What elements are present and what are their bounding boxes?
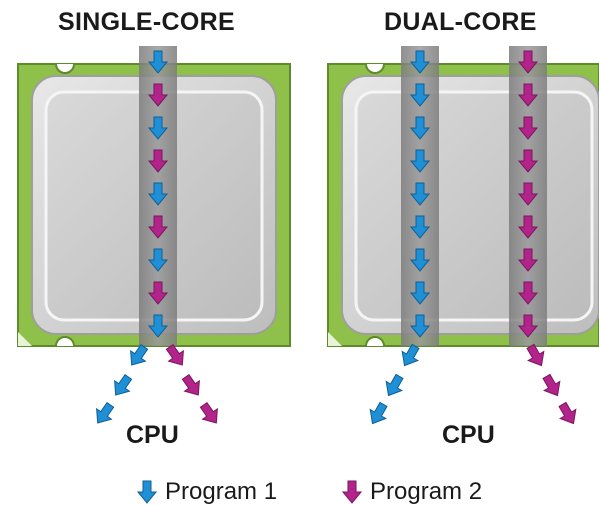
dual-core-title: DUAL-CORE: [384, 8, 537, 36]
program1-arrow-icon: [409, 182, 431, 206]
program2-arrow-icon: [517, 281, 539, 305]
program1-arrow-icon: [409, 116, 431, 140]
program2-exit-arrow-icon: [542, 373, 561, 397]
dual-core-cpu-label: CPU: [442, 421, 495, 449]
program2-arrow-icon: [147, 281, 169, 305]
program1-arrow-icon: [147, 50, 169, 74]
program1-arrow-icon: [409, 248, 431, 272]
program2-arrow-icon: [517, 215, 539, 239]
program1-arrow-icon: [409, 149, 431, 173]
program2-arrow-icon: [517, 50, 539, 74]
program2-arrow-icon: [517, 182, 539, 206]
program1-arrow-icon: [147, 314, 169, 338]
program2-arrow-icon: [517, 116, 539, 140]
program1-arrow-icon: [409, 281, 431, 305]
program1-arrow-icon: [147, 248, 169, 272]
program2-arrow-icon: [517, 83, 539, 107]
program2-exit-arrow-icon: [181, 373, 200, 396]
program2-exit-arrow-icon: [558, 401, 577, 425]
program1-exit-arrow-icon: [96, 401, 115, 424]
legend-program-1: Program 1: [137, 478, 277, 506]
program-2-arrow-icon: [342, 480, 362, 504]
program1-exit-arrow-icon: [114, 373, 133, 396]
legend-program-1-label: Program 1: [165, 478, 278, 505]
program1-arrow-icon: [409, 314, 431, 338]
program2-arrow-icon: [517, 149, 539, 173]
program2-exit-arrow-icon: [199, 401, 218, 424]
program2-arrow-icon: [517, 248, 539, 272]
program2-exit-arrow-icon: [526, 343, 545, 367]
single-core-cpu-label: CPU: [126, 421, 179, 449]
dual-core-chip: [327, 46, 599, 347]
program1-arrow-icon: [147, 182, 169, 206]
program2-arrow-icon: [147, 83, 169, 107]
program2-arrow-icon: [147, 215, 169, 239]
program1-arrow-icon: [409, 50, 431, 74]
dual-core-inner: [354, 90, 594, 322]
program1-exit-arrow-icon: [130, 343, 149, 366]
single-core-title: SINGLE-CORE: [58, 8, 235, 36]
program1-arrow-icon: [409, 83, 431, 107]
program1-exit-arrow-icon: [401, 343, 420, 367]
program2-arrow-icon: [517, 314, 539, 338]
program1-arrow-icon: [147, 116, 169, 140]
legend-program-2-label: Program 2: [370, 478, 483, 505]
program1-exit-arrow-icon: [369, 401, 388, 425]
program1-arrow-icon: [409, 215, 431, 239]
legend-program-2: Program 2: [342, 478, 482, 506]
program2-arrow-icon: [147, 149, 169, 173]
arrow-streams: [96, 50, 577, 425]
program1-exit-arrow-icon: [385, 373, 404, 397]
program-1-arrow-icon: [137, 480, 157, 504]
program2-exit-arrow-icon: [165, 343, 184, 366]
